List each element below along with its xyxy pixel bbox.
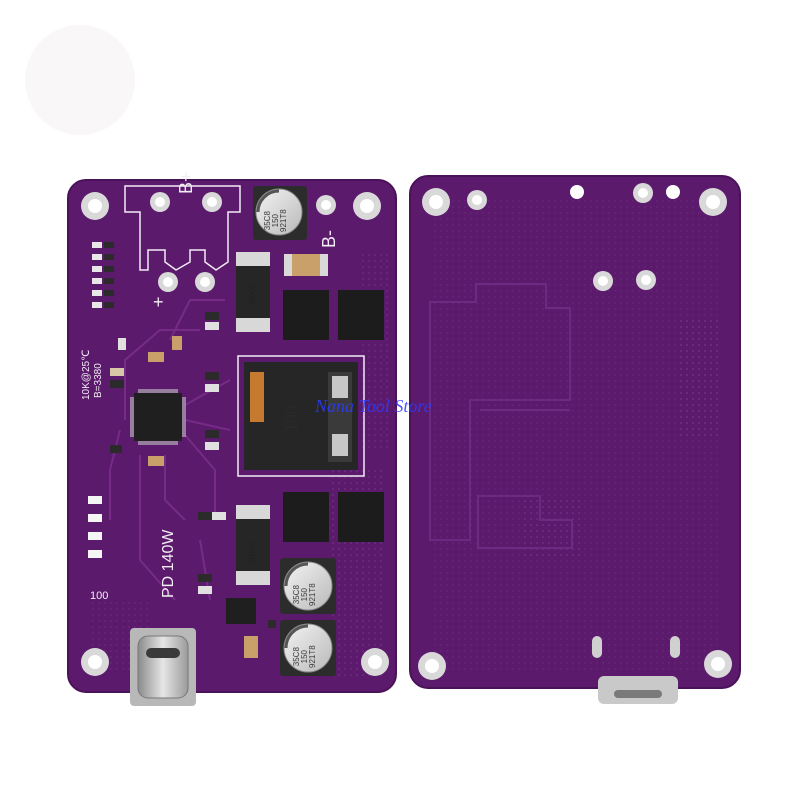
small-ic: [226, 598, 256, 624]
status-leds: [88, 496, 102, 558]
usb-c-port: [130, 628, 196, 706]
electrolytic-capacitor: [280, 558, 336, 614]
usb-c-port-back: [592, 636, 680, 704]
battery-terminal-outline: [124, 185, 241, 271]
ceramic-capacitor: [284, 254, 328, 276]
smd-components: [92, 242, 276, 658]
electrolytic-capacitor: [253, 186, 307, 240]
mounting-hole: [361, 648, 389, 676]
mosfet: [283, 492, 329, 542]
mounting-hole: [81, 192, 109, 220]
controller-ic: [130, 389, 186, 445]
pcb-back-board: [409, 175, 741, 704]
mounting-hole: [353, 192, 381, 220]
mounting-hole: [418, 652, 446, 680]
electrolytic-capacitor: [280, 620, 336, 676]
power-inductor: [237, 355, 365, 477]
pcb-front-board: [67, 179, 397, 706]
mounting-hole: [81, 648, 109, 676]
shunt-resistor: [236, 252, 270, 332]
shunt-resistor: [236, 505, 270, 585]
mounting-hole: [704, 650, 732, 678]
mosfet: [283, 290, 329, 340]
mounting-hole: [699, 188, 727, 216]
mounting-hole: [422, 188, 450, 216]
mosfet: [338, 290, 384, 340]
mosfet: [338, 492, 384, 542]
